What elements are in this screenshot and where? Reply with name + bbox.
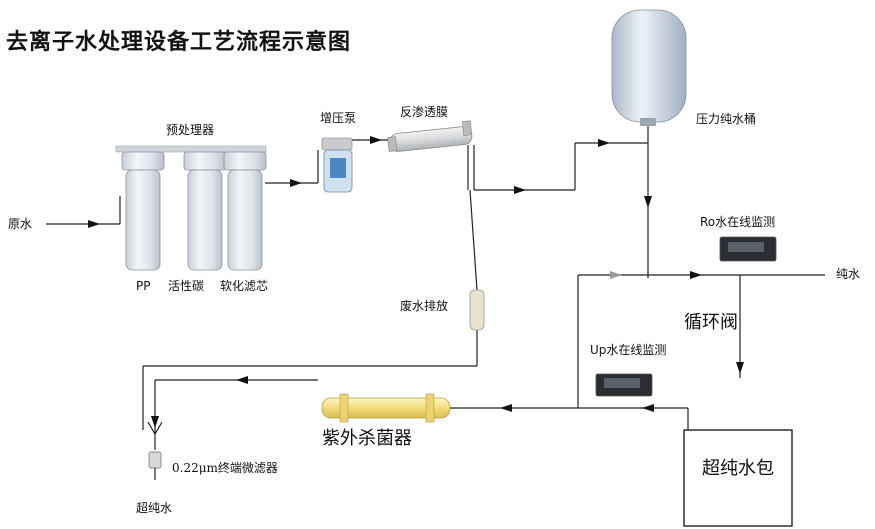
arrow-to-uv [500,404,512,412]
label-pretreatment: 预处理器 [166,123,215,137]
label-pp: PP [136,279,151,293]
pressure-tank [611,9,687,126]
label-wastewater: 废水排放 [400,299,449,313]
arrow-valve-down [736,362,744,374]
flow-arrows [88,136,744,428]
arrow-to-tank [598,139,610,147]
arrow-bag-left [642,404,654,412]
arrow-uv-out [236,376,248,384]
arrow-tank-down [644,196,652,208]
label-ro-membrane: 反渗透膜 [400,105,449,119]
arrow-raw-in [88,220,100,228]
pretreatment-housings [115,145,267,271]
arrow-up-monitor [610,271,622,279]
ro-monitor-device [719,236,777,262]
wastewater-valve [469,289,485,331]
label-pure-water: 纯水 [836,267,861,281]
label-circulation-valve: 循环阀 [684,312,738,333]
ro-membrane [387,120,473,152]
label-ro-monitor: Ro水在线监测 [700,215,776,229]
arrow-to-ro [370,136,382,144]
arrow-pure-out [690,271,702,279]
page-title: 去离子水处理设备工艺流程示意图 [6,30,352,55]
ultrapure-bag [683,429,793,527]
label-terminal-filter: 0.22μm终端微滤器 [172,461,278,475]
pp-housing [121,151,165,271]
arrow-to-pump [290,179,302,187]
label-booster-pump: 增压泵 [320,111,357,125]
softener-housing [223,151,267,271]
label-ultrapure-bag: 超纯水包 [702,458,774,479]
label-uv-sterilizer: 紫外杀菌器 [322,428,412,449]
terminal-filter [147,421,163,480]
label-pressure-tank: 压力纯水桶 [696,112,757,126]
uv-sterilizer [321,393,451,423]
booster-pump [321,137,353,193]
label-activated-carbon: 活性碳 [168,279,205,293]
carbon-housing [183,151,227,271]
label-ultrapure-water: 超纯水 [136,501,173,515]
label-up-monitor: Up水在线监测 [590,343,667,357]
arrow-terminal-down [151,416,159,428]
arrow-product [514,186,526,194]
label-softening-filter: 软化滤芯 [220,279,269,293]
up-monitor-device [595,373,653,397]
label-raw-water: 原水 [8,217,33,231]
